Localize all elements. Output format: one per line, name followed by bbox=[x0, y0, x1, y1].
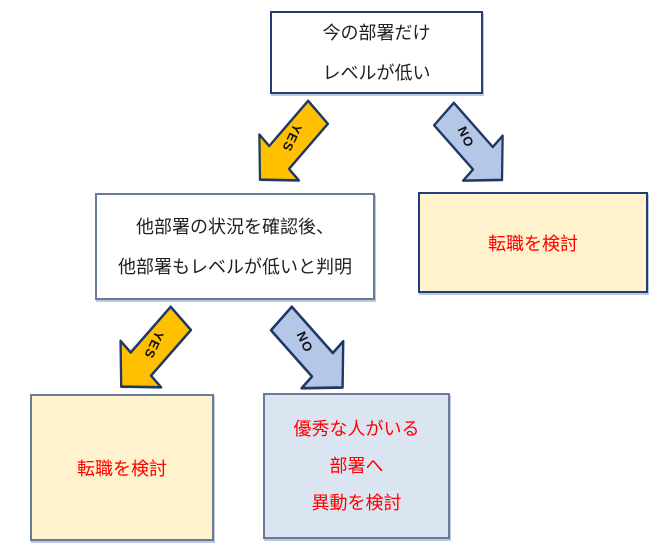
node-start-line-2: レベルが低い bbox=[322, 62, 431, 83]
node-job-change-right: 転職を検討 bbox=[418, 192, 648, 293]
node-check-other-departments: 他部署の状況を確認後、 他部署もレベルが低いと判明 bbox=[95, 193, 375, 300]
node-job-change-right-line-1: 転職を検討 bbox=[488, 233, 578, 254]
arrow-no-top: NO bbox=[432, 101, 510, 189]
down-left-block-arrow-icon bbox=[258, 99, 330, 182]
down-right-block-arrow-icon bbox=[432, 101, 504, 182]
node-transfer: 優秀な人がいる 部署へ 異動を検討 bbox=[263, 393, 450, 539]
arrow-yes-bottom: YES bbox=[113, 305, 193, 396]
down-left-block-arrow-icon bbox=[119, 305, 193, 389]
node-check-line-2: 他部署もレベルが低いと判明 bbox=[118, 256, 352, 277]
node-transfer-line-2: 部署へ bbox=[329, 455, 384, 476]
node-transfer-line-3: 異動を検討 bbox=[311, 492, 402, 513]
node-transfer-line-1: 優秀な人がいる bbox=[293, 418, 420, 439]
down-right-block-arrow-icon bbox=[269, 305, 345, 390]
node-job-change-left-line-1: 転職を検討 bbox=[77, 458, 167, 479]
node-job-change-left: 転職を検討 bbox=[30, 394, 214, 541]
node-start-line-1: 今の部署だけ bbox=[322, 22, 431, 43]
arrow-no-bottom: NO bbox=[269, 305, 351, 397]
arrow-yes-top: YES bbox=[252, 99, 330, 189]
node-start: 今の部署だけ レベルが低い bbox=[270, 11, 483, 94]
node-check-line-1: 他部署の状況を確認後、 bbox=[136, 216, 334, 237]
